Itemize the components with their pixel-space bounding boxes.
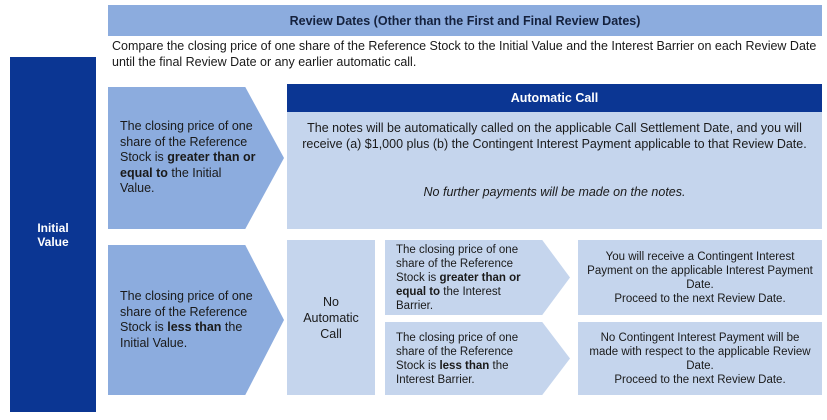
ge-barrier-prefix: The closing price of one share of the Re… [396,243,519,284]
lt-initial-suffix: the Initial Value. [120,320,243,350]
ge-barrier-emphasis: greater than or equal to [396,271,521,298]
outcome-interest-paid-text: You will receive a Contingent Interest P… [578,250,822,306]
lt-barrier-emphasis: less than [439,359,490,372]
outcome-interest-paid: You will receive a Contingent Interest P… [578,240,822,315]
branch-arrow-greater-equal-interest-barrier: The closing price of one share of the Re… [385,240,570,315]
review-dates-title: Review Dates (Other than the First and F… [289,13,641,28]
automatic-call-panel: Automatic Call The notes will be automat… [287,84,822,229]
initial-value-label-line2: Value [37,234,69,249]
no-automatic-call-label: No Automatic Call [303,294,359,342]
outcome-no-interest-line2: Proceed to the next Review Date. [614,373,786,386]
outcome-no-interest-text: No Contingent Interest Payment will be m… [578,331,822,387]
review-dates-header: Review Dates (Other than the First and F… [108,5,822,36]
initial-value-label-line1: Initial [37,220,69,235]
branch-arrow-greater-equal-interest-barrier-text: The closing price of one share of the Re… [385,243,570,313]
lt-barrier-prefix: The closing price of one share of the Re… [396,331,519,372]
branch-arrow-greater-equal-initial: The closing price of one share of the Re… [108,87,284,229]
automatic-call-note: No further payments will be made on the … [423,185,686,199]
branch-arrow-greater-equal-initial-text: The closing price of one share of the Re… [108,119,284,197]
no-automatic-call-line1: No [323,294,339,309]
outcome-interest-paid-line1: You will receive a Contingent Interest P… [587,250,813,291]
branch-arrow-less-than-initial-text: The closing price of one share of the Re… [108,289,284,351]
initial-value-label: Initial Value [37,221,68,249]
outcome-interest-paid-line2: Proceed to the next Review Date. [614,292,786,305]
no-automatic-call-line2: Automatic [303,310,359,325]
no-automatic-call-line3: Call [320,326,342,341]
branch-arrow-less-than-initial: The closing price of one share of the Re… [108,245,284,395]
ge-initial-prefix: The closing price of one share of the Re… [120,119,253,165]
lt-initial-emphasis: less than [167,320,222,334]
ge-initial-suffix: the Initial Value. [120,165,222,196]
automatic-call-header: Automatic Call [287,84,822,112]
ge-barrier-suffix: the Interest Barrier. [396,285,501,312]
branch-arrow-less-than-interest-barrier: The closing price of one share of the Re… [385,322,570,395]
outcome-no-interest: No Contingent Interest Payment will be m… [578,322,822,395]
lt-barrier-suffix: the Interest Barrier. [396,359,509,386]
automatic-call-title: Automatic Call [510,91,599,105]
automatic-call-body: The notes will be automatically called o… [302,121,807,151]
initial-value-column: Initial Value [10,57,96,412]
lt-initial-prefix: The closing price of one share of the Re… [120,289,253,334]
outcome-no-interest-line1: No Contingent Interest Payment will be m… [589,331,811,372]
no-automatic-call-box: No Automatic Call [287,240,375,395]
branch-arrow-less-than-interest-barrier-text: The closing price of one share of the Re… [385,331,570,387]
review-dates-description: Compare the closing price of one share o… [112,39,817,69]
ge-initial-emphasis: greater than or equal to [120,150,256,180]
